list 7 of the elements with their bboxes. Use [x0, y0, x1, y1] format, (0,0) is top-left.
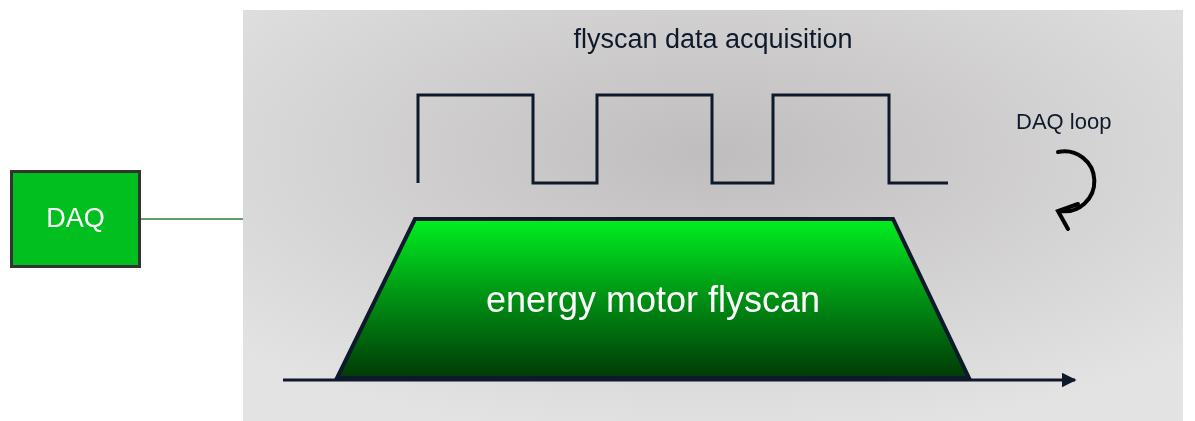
- trapezoid-label: energy motor flyscan: [484, 279, 822, 321]
- loop-label: DAQ loop: [1016, 109, 1112, 135]
- panel-title: flyscan data acquisition: [572, 24, 854, 55]
- box-label: DAQ: [45, 203, 106, 234]
- daq-box: [10, 170, 141, 268]
- panel-background: [243, 10, 1183, 421]
- connector-line: [140, 218, 244, 220]
